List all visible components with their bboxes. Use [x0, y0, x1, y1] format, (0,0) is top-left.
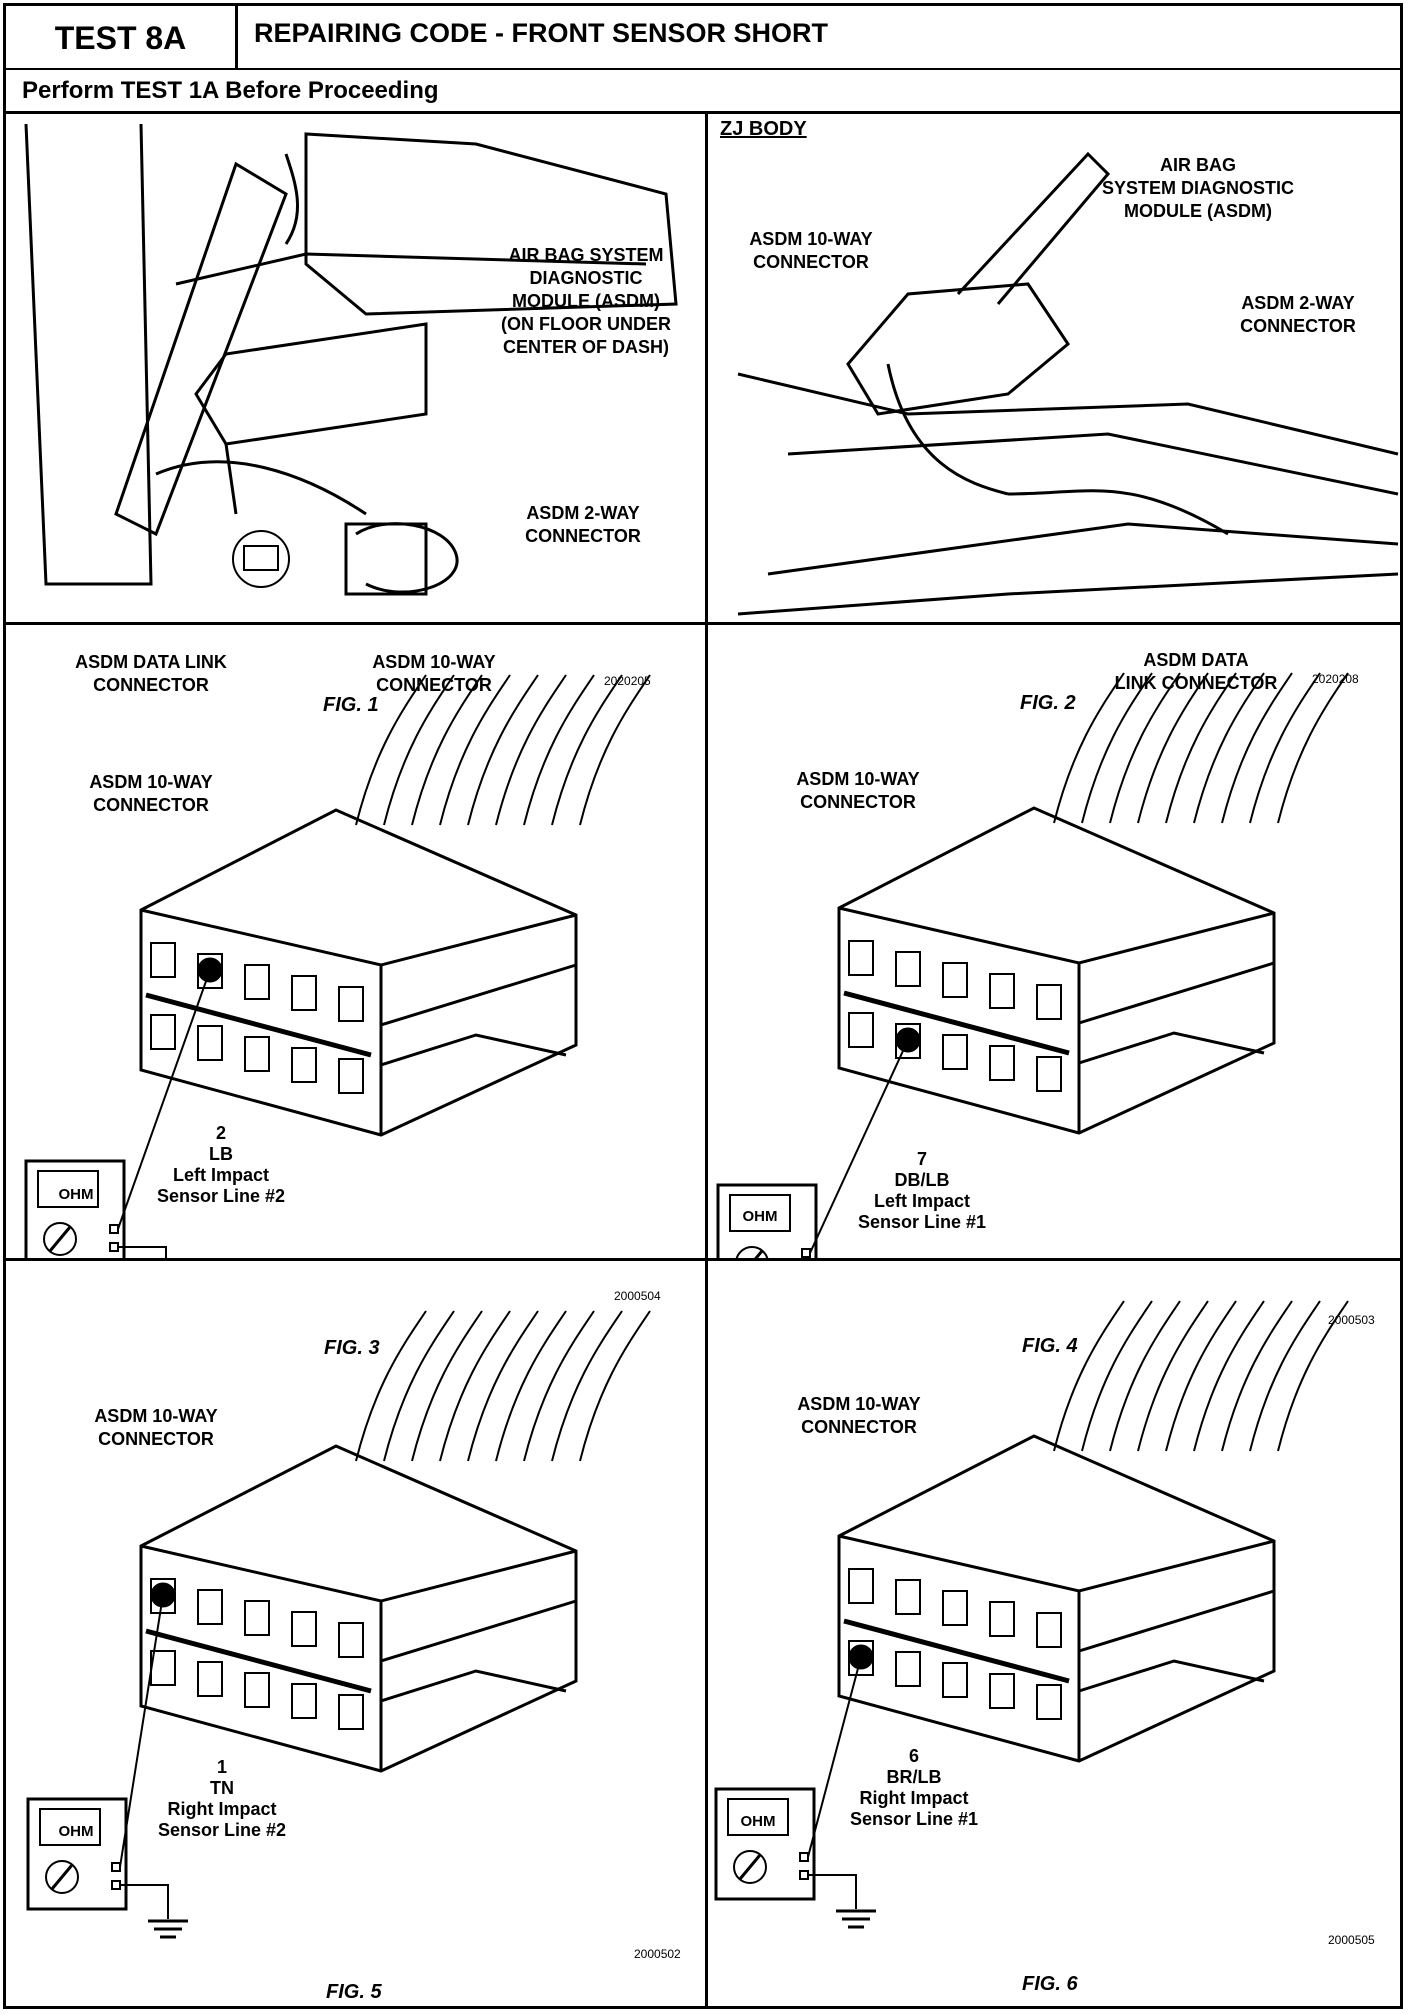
- fig5-connector-label: ASDM 10-WAY CONNECTOR: [94, 1406, 218, 1449]
- fig6-meter-text: OHM: [740, 1813, 776, 1830]
- fig5-line1: Right Impact: [167, 1799, 277, 1819]
- divider-vertical: [705, 114, 708, 2006]
- fig3-connector-label: ASDM 10-WAY CONNECTOR: [89, 772, 213, 815]
- fig3-caption: FIG. 3: [324, 1337, 380, 1359]
- fig3-meter-text: OHM: [58, 1186, 94, 1203]
- test-label: TEST 8A: [6, 6, 238, 70]
- fig5-meter-text: OHM: [58, 1823, 94, 1840]
- fig3-drawing: [24, 674, 651, 1258]
- fig5-code: 2000502: [634, 1947, 681, 1961]
- fig3-panel: ASDM 10-WAY CONNECTOR 2 LB Left Impact S…: [6, 625, 705, 1359]
- fig6-code: 2000505: [1328, 1933, 1375, 1947]
- fig2-panel: ZJ BODY AIR BAG SYSTEM DIAGNOSTIC MODULE…: [708, 114, 1400, 714]
- fig6-connector-label: ASDM 10-WAY CONNECTOR: [797, 1394, 921, 1437]
- fig5-line2: Sensor Line #2: [157, 1820, 287, 1840]
- fig1-panel: AIR BAG SYSTEM DIAGNOSTIC MODULE (ASDM) …: [6, 114, 705, 716]
- fig3-code: 2000504: [614, 1289, 661, 1303]
- fig6-line1: Right Impact: [859, 1788, 969, 1808]
- fig3-line2: Sensor Line #2: [156, 1186, 286, 1206]
- fig1-two-way-label: ASDM 2-WAY CONNECTOR: [525, 503, 641, 546]
- fig2-two-way-label: ASDM 2-WAY CONNECTOR: [1240, 293, 1356, 336]
- fig4-meter-text: OHM: [742, 1208, 778, 1225]
- fig2-drawing: [737, 151, 1399, 616]
- fig4-line1: Left Impact: [873, 1191, 970, 1211]
- fig1-data-link-label: ASDM DATA LINK CONNECTOR: [75, 652, 227, 695]
- fig1-asdm-label: AIR BAG SYSTEM DIAGNOSTIC MODULE (ASDM) …: [501, 245, 671, 357]
- fig5-wire: TN: [210, 1778, 234, 1798]
- fig4-wire: DB/LB: [894, 1170, 950, 1190]
- fig6-pin: 6: [908, 1746, 919, 1766]
- divider-row-2: [6, 1258, 1400, 1261]
- fig1-drawing: [24, 123, 678, 596]
- fig2-data-link-label: ASDM DATA LINK CONNECTOR: [1114, 650, 1278, 693]
- fig4-line2: Sensor Line #1: [857, 1212, 987, 1232]
- fig1-caption: FIG. 1: [323, 694, 379, 716]
- fig3-pin: 2: [215, 1123, 226, 1143]
- fig6-drawing: [714, 1300, 1349, 1929]
- fig4-code: 2000503: [1328, 1313, 1375, 1327]
- fig6-caption: FIG. 6: [1022, 1973, 1078, 1995]
- fig3-wire: LB: [209, 1144, 233, 1164]
- fig3-line1: Left Impact: [172, 1165, 269, 1185]
- fig5-panel: ASDM 10-WAY CONNECTOR 1 TN Right Impact …: [6, 1261, 705, 2006]
- fig4-pin: 7: [916, 1149, 927, 1169]
- fig1-ten-way-label: ASDM 10-WAY CONNECTOR: [372, 652, 496, 695]
- fig5-caption: FIG. 5: [326, 1981, 382, 2003]
- header: TEST 8A REPAIRING CODE - FRONT SENSOR SH…: [6, 6, 1400, 70]
- fig2-body-label: ZJ BODY: [720, 118, 807, 140]
- fig4-connector-label: ASDM 10-WAY CONNECTOR: [796, 769, 920, 812]
- divider-row-1: [6, 622, 1400, 625]
- fig4-panel: ASDM 10-WAY CONNECTOR 7 DB/LB Left Impac…: [708, 625, 1400, 1357]
- subtitle: Perform TEST 1A Before Proceeding: [6, 70, 1400, 114]
- fig6-line2: Sensor Line #1: [849, 1809, 979, 1829]
- fig6-wire: BR/LB: [886, 1767, 942, 1787]
- fig4-caption: FIG. 4: [1022, 1335, 1078, 1357]
- fig2-asdm-label: AIR BAG SYSTEM DIAGNOSTIC MODULE (ASDM): [1101, 155, 1294, 221]
- fig2-ten-way-label: ASDM 10-WAY CONNECTOR: [749, 229, 873, 272]
- fig5-pin: 1: [216, 1757, 227, 1777]
- fig6-panel: ASDM 10-WAY CONNECTOR 6 BR/LB Right Impa…: [708, 1261, 1400, 2006]
- fig4-drawing: [716, 672, 1349, 1258]
- test-title: REPAIRING CODE - FRONT SENSOR SHORT: [254, 18, 829, 48]
- fig5-drawing: [26, 1310, 651, 1939]
- page-frame: TEST 8A REPAIRING CODE - FRONT SENSOR SH…: [3, 3, 1403, 2009]
- fig2-caption: FIG. 2: [1020, 692, 1076, 714]
